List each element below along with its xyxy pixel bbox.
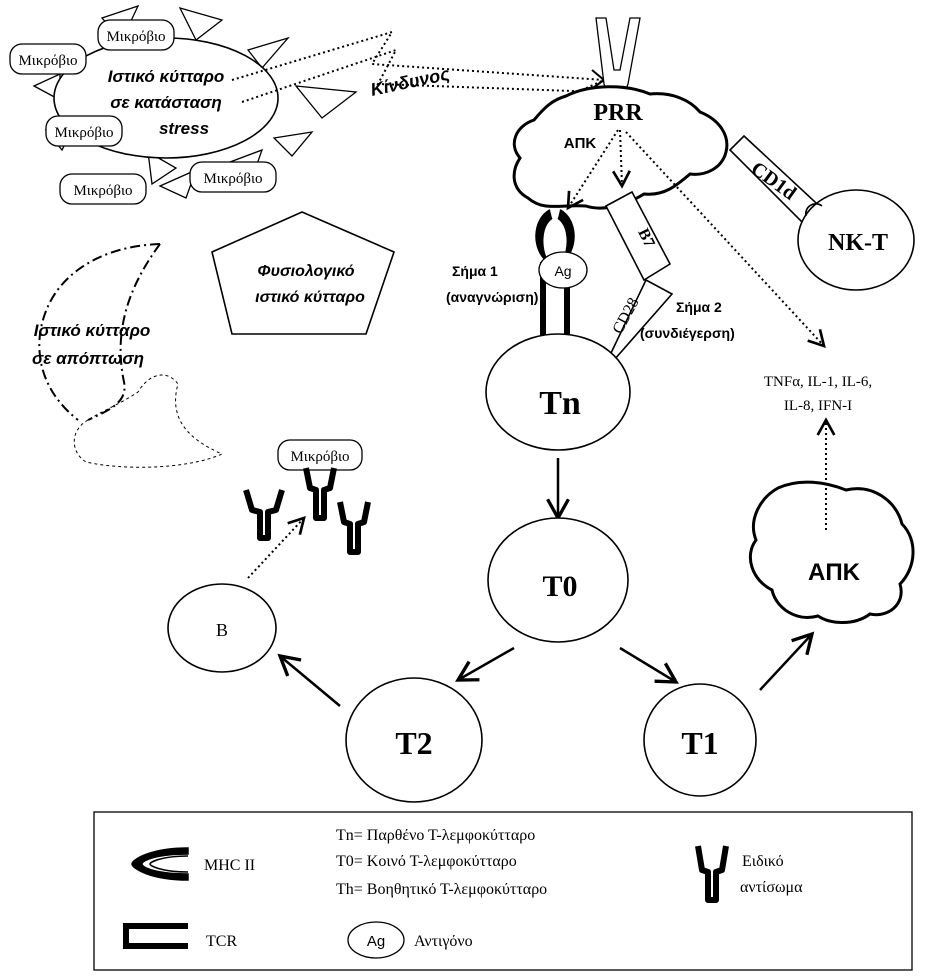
antibodies-group: Μικρόβιο	[243, 439, 371, 555]
legend-box: MHC II TCR Tn= Παρθένο Τ-λεμφοκύτταρο T0…	[93, 811, 913, 971]
svg-text:Μικρόβιο: Μικρόβιο	[18, 53, 77, 69]
cell-spike	[178, 6, 224, 41]
svg-text:Μικρόβιο: Μικρόβιο	[54, 125, 113, 141]
microbe: Μικρόβιο	[59, 173, 147, 205]
tn-naive-t-cell: Tn	[485, 333, 631, 451]
stressed-cell-label-2: σε κατάσταση	[110, 93, 222, 112]
svg-text:Μικρόβιο: Μικρόβιο	[290, 449, 349, 465]
danger-signal-arrow: Κίνδυνος	[231, 30, 613, 103]
mhc-ii-left	[535, 209, 553, 263]
apoptotic-tissue-cell: Ιστικό κύτταρο σε απόπτωση	[32, 243, 224, 468]
stressed-tissue-cell: Ιστικό κύτταρο σε κατάσταση stress Μικρό…	[9, 4, 358, 205]
normal-cell-label-1: Φυσιολογικό	[257, 263, 354, 280]
cell-spike	[147, 150, 178, 186]
b-label: B	[216, 620, 228, 640]
signal1-label-2: (αναγνώριση)	[446, 289, 538, 305]
antibody-icon	[243, 489, 285, 541]
t2-t-cell: T2	[345, 677, 483, 803]
apoptotic-cell-label-2: σε απόπτωση	[32, 349, 144, 368]
t0-t-cell: T0	[487, 517, 629, 643]
stressed-cell-label-3: stress	[159, 119, 209, 138]
antibody-legend-icon	[695, 845, 729, 903]
t1-t-cell: T1	[643, 683, 757, 797]
microbe: Μικρόβιο	[189, 161, 277, 193]
legend-antibody-label-2: αντίσωμα	[740, 879, 803, 896]
svg-text:Μικρόβιο: Μικρόβιο	[73, 183, 132, 199]
legend-tcr-label: TCR	[206, 933, 237, 950]
svg-text:Μικρόβιο: Μικρόβιο	[106, 29, 165, 45]
apoptotic-cell-label-1: Ιστικό κύτταρο	[34, 321, 151, 340]
cytokines-label-1: TNFα, IL-1, IL-6,	[764, 374, 872, 390]
legend-t0-def: T0= Κοινό Τ-λεμφοκύτταρο	[336, 853, 517, 870]
mhc-tcr-complex: Ag	[535, 209, 588, 340]
normal-cell-label-2: ιστικό κύτταρο	[255, 289, 365, 306]
legend-mhc-label: MHC II	[204, 857, 255, 874]
apc-cell-activated: ΑΠΚ	[748, 480, 915, 624]
prr-label: PRR	[593, 100, 643, 126]
apc-cell: PRR ΑΠΚ	[512, 85, 729, 210]
microbe: Μικρόβιο	[45, 115, 123, 147]
microbe: Μικρόβιο	[277, 439, 363, 471]
tn-label: Tn	[539, 385, 581, 422]
arrow-t2-to-b	[277, 653, 341, 707]
legend-ag-def: Αντιγόνο	[414, 933, 473, 950]
svg-text:Ag: Ag	[554, 263, 571, 279]
signal2-label-2: (συνδιέγερση)	[640, 325, 735, 341]
b7-molecule: B7	[604, 190, 672, 282]
t1-label: T1	[681, 725, 718, 761]
arrow-t0-to-t1	[619, 646, 679, 684]
microbe: Μικρόβιο	[9, 43, 87, 75]
normal-tissue-cell: Φυσιολογικό ιστικό κύτταρο	[211, 211, 395, 335]
apc-internal-signals	[566, 129, 826, 349]
antigen-ag	[538, 251, 588, 289]
antibody-icon	[337, 501, 371, 555]
nkt-cell: NK-T	[797, 189, 915, 291]
tcr-legend-icon	[123, 923, 188, 949]
arrow-t1-to-apc	[759, 631, 815, 691]
apc-label: ΑΠΚ	[564, 135, 597, 152]
t2-label: T2	[395, 725, 432, 761]
cytokines-label-2: IL-8, IFN-I	[784, 398, 852, 414]
cell-spike	[272, 131, 314, 157]
svg-text:Μικρόβιο: Μικρόβιο	[203, 171, 262, 187]
legend-antigen-icon: Ag	[347, 921, 405, 959]
signal2-label-1: Σήμα 2	[676, 299, 722, 315]
arrow-t0-to-t2	[455, 646, 515, 682]
svg-text:Ag: Ag	[367, 933, 385, 950]
antibody-icon	[303, 467, 337, 521]
cell-spike	[294, 85, 358, 119]
mhc-ii-legend-icon	[131, 847, 189, 881]
legend-antibody-label-1: Ειδικό	[742, 853, 784, 870]
apc2-label: ΑΠΚ	[808, 559, 861, 586]
t0-label: T0	[542, 570, 577, 603]
danger-label: Κίνδυνος	[369, 64, 452, 100]
b-cell: B	[167, 583, 277, 673]
signal1-label-1: Σήμα 1	[452, 263, 498, 279]
legend-tn-def: Tn= Παρθένο Τ-λεμφοκύτταρο	[336, 827, 535, 844]
stressed-cell-label-1: Ιστικό κύτταρο	[108, 67, 225, 86]
nkt-label: NK-T	[828, 230, 888, 256]
cell-spike	[246, 36, 290, 70]
microbe: Μικρόβιο	[97, 19, 175, 51]
b7-label: B7	[634, 226, 657, 250]
legend-th-def: Th= Βοηθητικό Τ-λεμφοκύτταρο	[336, 881, 547, 898]
arrow-b-to-antibodies	[247, 515, 306, 579]
